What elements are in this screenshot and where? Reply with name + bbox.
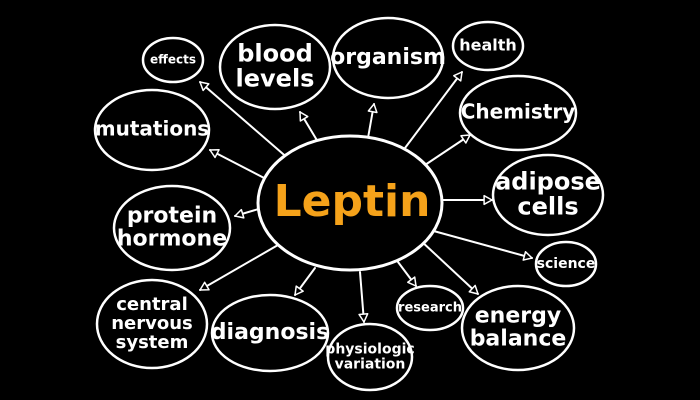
arrow-chemistry [424, 134, 471, 166]
label-chemistry-line-0: Chemistry [461, 100, 576, 124]
arrow-science [429, 229, 533, 259]
label-central-nervous-system-line-1: nervous [111, 313, 193, 334]
node-science: science [534, 240, 598, 288]
arrowhead-science [522, 250, 533, 261]
arrow-mutations [209, 149, 269, 181]
arrowhead-effects [199, 81, 210, 92]
arrowhead-mutations [209, 149, 220, 159]
arrowhead-physiologic-variation [358, 313, 369, 323]
bubble-physiologic-variation [326, 322, 414, 392]
center-bubble [256, 134, 444, 272]
bubble-health [451, 20, 525, 72]
label-central-nervous-system-line-2: system [116, 332, 189, 353]
bubble-blood-levels [218, 23, 332, 111]
bubble-mutations [93, 88, 211, 172]
arrowhead-chemistry [460, 134, 471, 144]
bubble-chemistry [458, 74, 578, 152]
bubble-energy-balance [460, 284, 576, 372]
label-diagnosis-line-0: diagnosis [211, 320, 329, 345]
arrowhead-organism [367, 103, 378, 114]
label-energy-balance-line-0: energy [475, 303, 561, 328]
node-diagnosis: diagnosis [210, 293, 330, 373]
label-energy-balance-line-1: balance [470, 327, 567, 352]
arrowhead-protein-hormone [234, 208, 245, 219]
node-health: health [451, 20, 525, 72]
node-effects: effects [141, 36, 205, 84]
arrowhead-blood-levels [299, 111, 309, 122]
label-mutations-line-0: mutations [95, 117, 209, 141]
label-central-nervous-system-line-0: central [116, 294, 188, 315]
label-effects-line-0: effects [150, 53, 196, 67]
arrowhead-research [407, 276, 417, 287]
node-research: research [395, 284, 465, 332]
label-health-line-0: health [459, 36, 517, 55]
arrowhead-health [453, 71, 463, 82]
arrow-central-nervous-system [199, 244, 279, 291]
label-adipose-cells-line-0: adipose [495, 167, 601, 195]
arrowhead-energy-balance [468, 284, 479, 295]
bubble-organism [331, 16, 445, 100]
node-organism: organism [330, 16, 446, 100]
label-organism-line-0: organism [330, 45, 446, 70]
arrow-health [404, 71, 463, 149]
node-mutations: mutations [93, 88, 211, 172]
bubble-science [534, 240, 598, 288]
arrowhead-diagnosis [294, 285, 304, 296]
arrow-effects [199, 81, 291, 161]
arrowhead-central-nervous-system [199, 281, 210, 291]
label-blood-levels-line-1: levels [236, 65, 315, 93]
label-physiologic-variation-line-0: physiologic [325, 342, 414, 358]
label-protein-hormone-line-1: hormone [117, 227, 227, 252]
bubble-effects [141, 36, 205, 84]
bubble-research [395, 284, 465, 332]
bubble-protein-hormone [112, 184, 232, 272]
arrowhead-adipose-cells [483, 194, 493, 206]
label-blood-levels-line-0: blood [237, 39, 313, 67]
arrow-energy-balance [419, 239, 479, 295]
arrows-layer [199, 71, 533, 323]
label-research-line-0: research [398, 301, 462, 316]
label-protein-hormone-line-0: protein [127, 203, 217, 228]
label-physiologic-variation-line-1: variation [335, 356, 406, 372]
center-label: Leptin [274, 176, 431, 227]
bubble-central-nervous-system [95, 278, 209, 370]
label-science-line-0: science [537, 256, 596, 272]
label-adipose-cells-line-1: cells [517, 193, 578, 221]
node-chemistry: Chemistry [458, 74, 578, 152]
center-node: Leptin [256, 134, 444, 272]
bubble-diagnosis [210, 293, 330, 373]
bubble-adipose-cells [491, 153, 605, 237]
